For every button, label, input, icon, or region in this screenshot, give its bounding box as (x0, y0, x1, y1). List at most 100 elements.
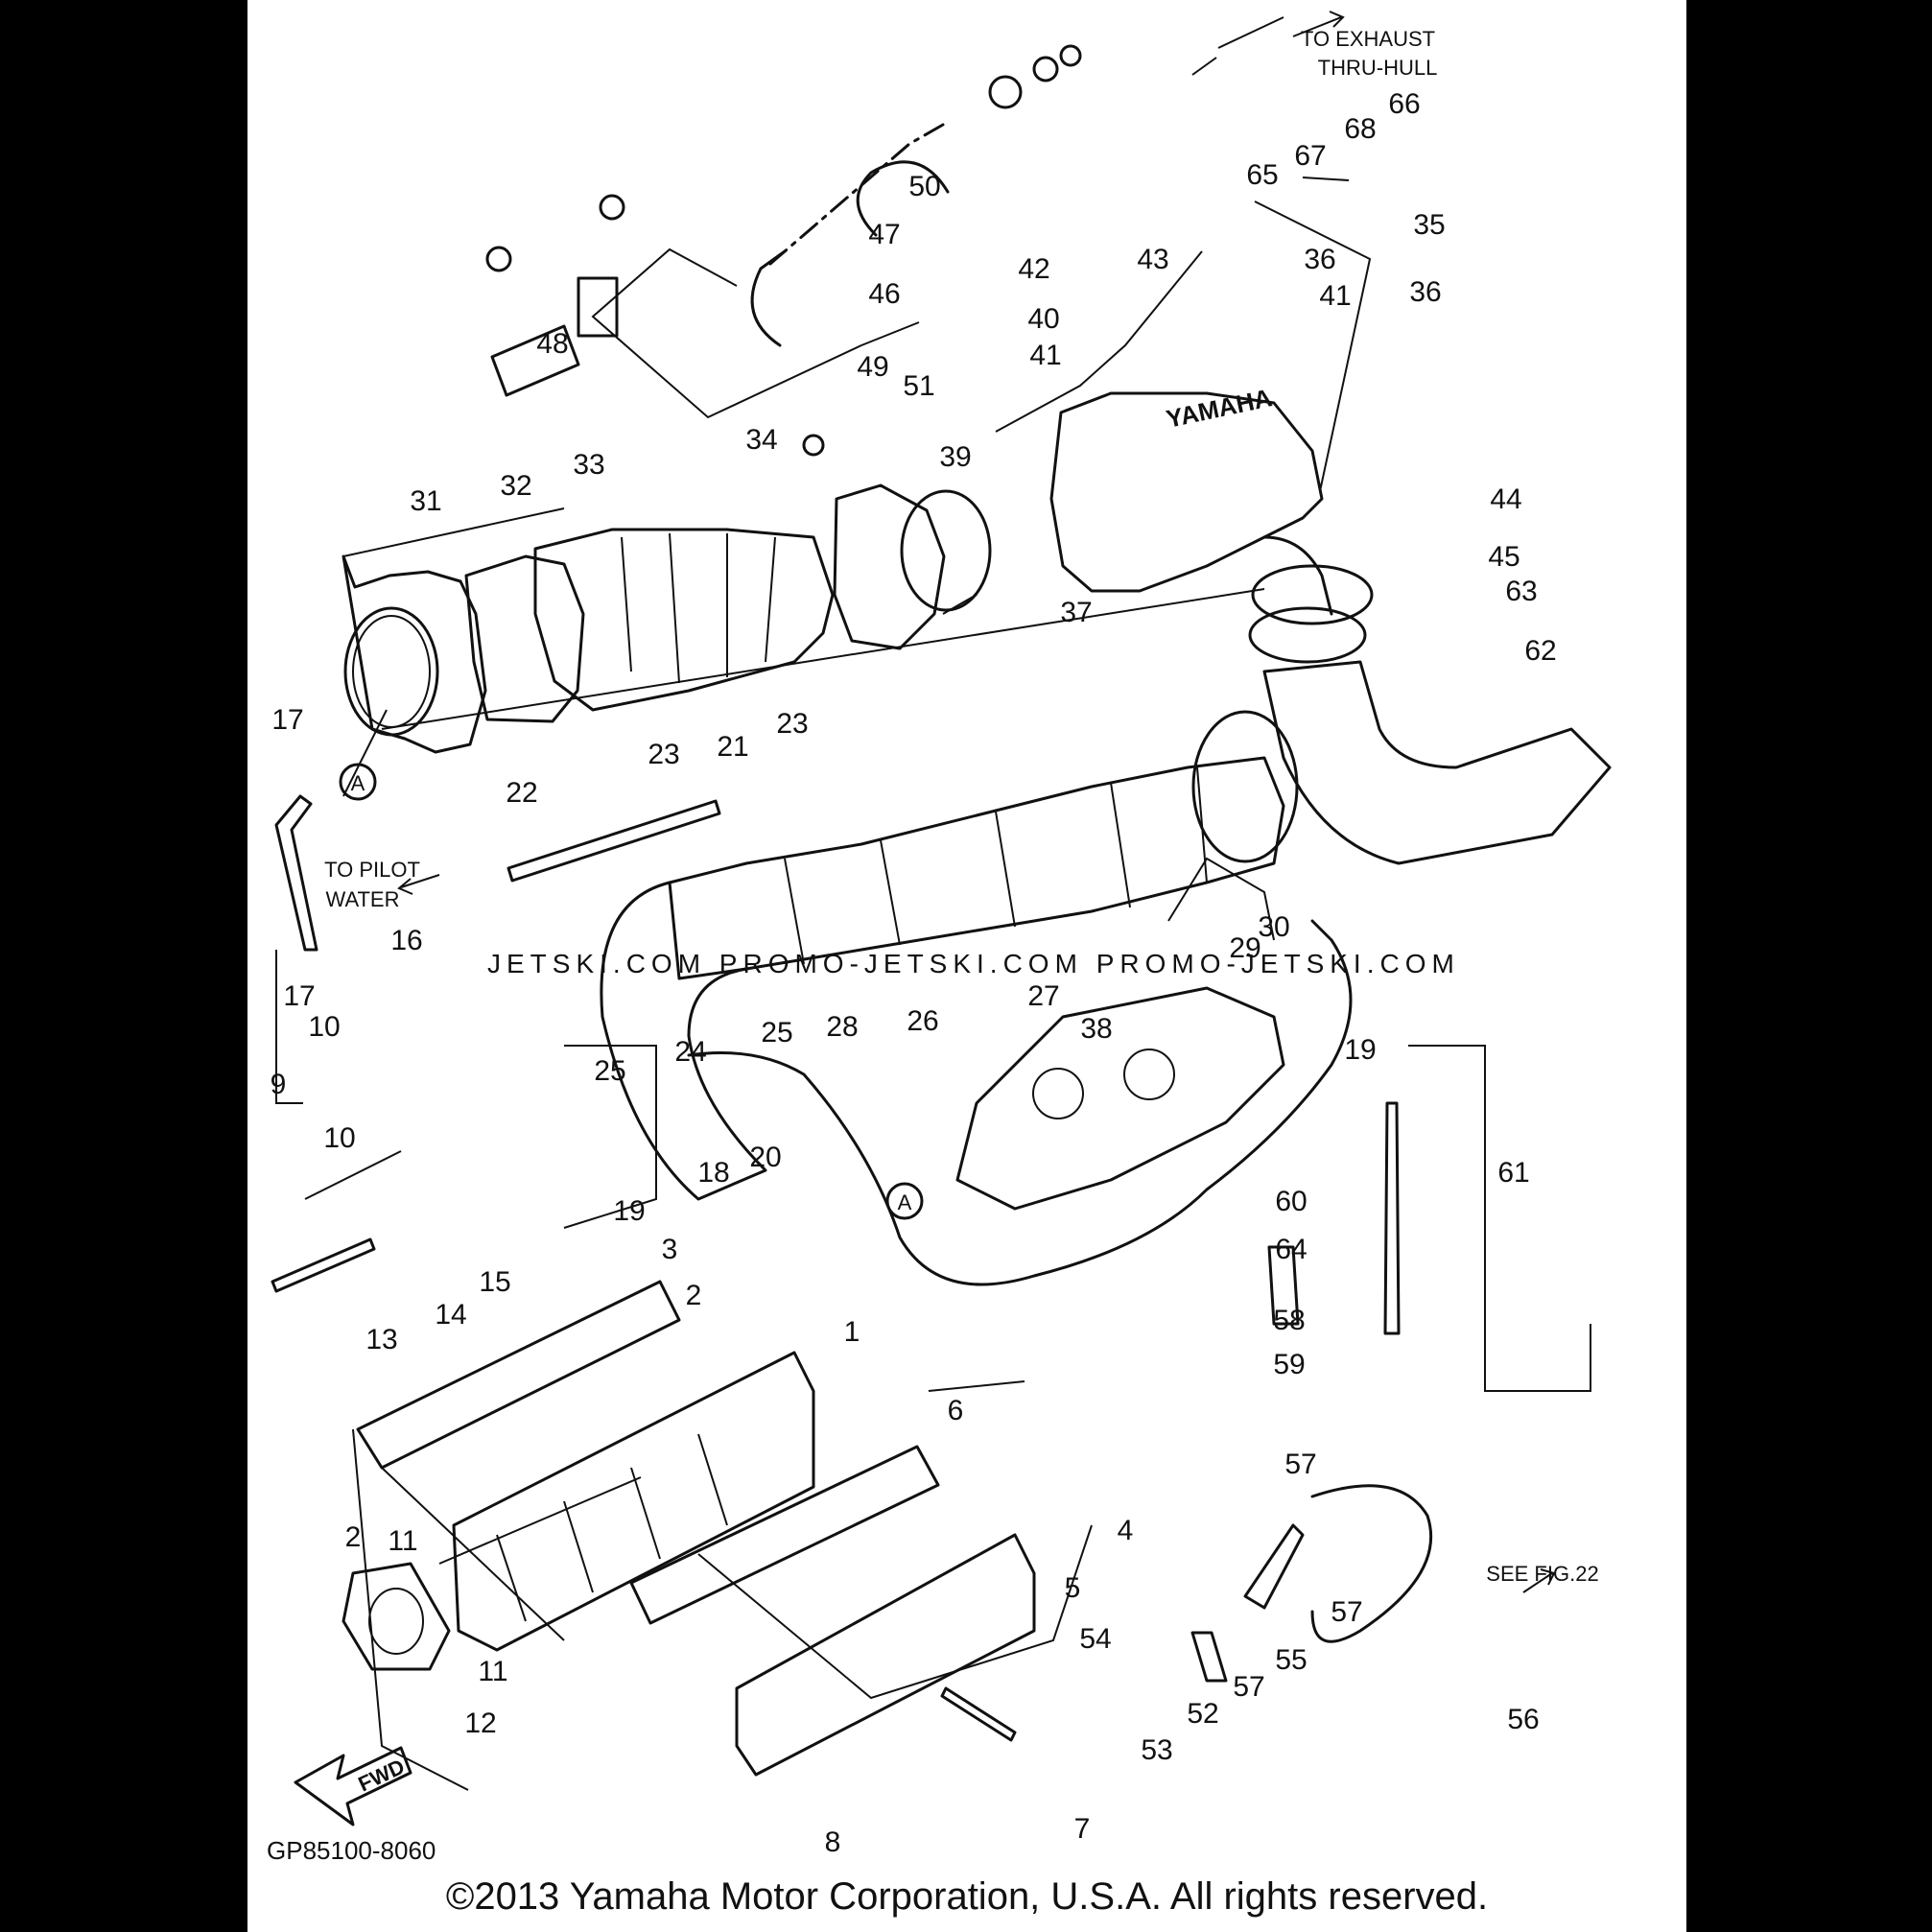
marker-a-lower-label: A (898, 1190, 912, 1214)
part-62-exhaust-hose (1262, 660, 1612, 865)
part-47-bolt (599, 194, 625, 221)
callout-24: 24 (674, 1036, 706, 1068)
manifold-assembly (342, 919, 1433, 1777)
callout-22: 22 (506, 777, 537, 809)
callout-57c: 57 (1233, 1671, 1264, 1703)
callout-32: 32 (500, 470, 531, 502)
callout-14: 14 (435, 1299, 466, 1331)
see-fig-arrow (1522, 1568, 1556, 1593)
callout-7: 7 (1074, 1813, 1091, 1845)
exhaust-arrow (1292, 11, 1345, 37)
part-1-exhaust-manifold (452, 1351, 815, 1652)
callout-27: 27 (1027, 980, 1059, 1012)
part-34-gasket (833, 483, 946, 650)
part-61-sensor (1383, 1101, 1401, 1335)
marker-a-upper-label: A (351, 771, 365, 795)
see-fig-note: SEE FIG.22 (1486, 1562, 1598, 1586)
exhaust-note-line2: THRU-HULL (1318, 56, 1438, 80)
callout-17b: 17 (283, 980, 315, 1012)
part-31-exhaust-inlet (343, 606, 439, 737)
part-13-bolt (271, 1237, 376, 1293)
callout-25b: 25 (761, 1017, 792, 1048)
callout-13: 13 (365, 1324, 397, 1355)
callout-55: 55 (1275, 1644, 1307, 1676)
fwd-arrow: FWD (294, 1746, 412, 1826)
part-68-washer (1032, 56, 1059, 82)
callout-36a: 36 (1304, 244, 1335, 275)
callout-59: 59 (1273, 1349, 1305, 1380)
callout-8: 8 (825, 1826, 841, 1858)
callout-48: 48 (536, 328, 568, 360)
callout-15: 15 (479, 1266, 510, 1298)
callout-65: 65 (1246, 159, 1278, 191)
part-49-hose (750, 249, 787, 347)
marker-a-lower (885, 1182, 924, 1220)
callout-23b: 23 (776, 708, 808, 740)
callout-45: 45 (1488, 541, 1520, 573)
part-45-band (1248, 606, 1367, 664)
callout-21: 21 (717, 731, 748, 763)
callout-41b: 41 (1319, 280, 1351, 312)
part-37-o-ring (900, 489, 992, 612)
callout-12: 12 (464, 1708, 496, 1739)
callout-19a: 19 (613, 1195, 645, 1227)
part-26-exhaust-pipe (668, 756, 1285, 980)
callout-9: 9 (271, 1069, 287, 1100)
exhaust-pipe-assembly: YAMAHA (342, 383, 1612, 1201)
callout-38: 38 (1080, 1013, 1112, 1045)
part-42-hose (856, 160, 950, 237)
part-35-upper-exhaust-chamber (1049, 391, 1324, 593)
callout-40: 40 (1027, 303, 1059, 335)
cooling-water-hose (687, 919, 1353, 1286)
callout-52: 52 (1187, 1698, 1218, 1730)
callout-26: 26 (907, 1005, 938, 1037)
callout-51: 51 (903, 370, 934, 402)
marker-a-upper (339, 763, 377, 801)
callout-49: 49 (857, 351, 888, 383)
part-22-pipe (507, 799, 721, 883)
callout-numbers: 1 2 2 3 4 5 6 7 8 9 10 10 11 11 12 13 14… (271, 88, 1557, 1858)
part-3-gasket (356, 1280, 681, 1470)
callout-10a: 10 (308, 1011, 340, 1043)
callout-58: 58 (1273, 1305, 1305, 1336)
callout-44: 44 (1490, 483, 1521, 515)
fwd-label: FWD (355, 1755, 409, 1797)
callout-33: 33 (573, 449, 604, 481)
callout-63: 63 (1505, 576, 1537, 607)
callout-10b: 10 (323, 1122, 355, 1154)
callout-28: 28 (826, 1011, 858, 1043)
figure-code: GP85100-8060 (267, 1836, 436, 1865)
callout-5: 5 (1065, 1572, 1081, 1604)
callout-61: 61 (1497, 1157, 1529, 1189)
callout-42: 42 (1018, 253, 1049, 285)
part-17-hose (274, 794, 318, 952)
diagram-sheet: YAMAHA (247, 0, 1686, 1932)
callout-35: 35 (1413, 209, 1445, 241)
exhaust-system-diagram: YAMAHA (267, 11, 1612, 1918)
callout-11a: 11 (388, 1525, 417, 1557)
yamaha-logo: YAMAHA (1164, 383, 1275, 434)
callout-18: 18 (697, 1157, 729, 1189)
callout-60: 60 (1275, 1186, 1307, 1217)
part-46-bracket (490, 324, 580, 397)
part-55-fitting (1243, 1523, 1305, 1610)
pilot-water-arrow (397, 874, 440, 895)
callout-56: 56 (1507, 1704, 1539, 1735)
callout-53: 53 (1141, 1734, 1172, 1766)
watermark: JETSKI.COM PROMO-JETSKI.COM PROMO-JETSKI… (487, 949, 1460, 978)
callout-2b: 2 (345, 1521, 362, 1553)
part-46-stay (577, 276, 619, 338)
callout-66: 66 (1388, 88, 1420, 120)
callout-47: 47 (868, 219, 900, 250)
reference-markers: A A (339, 763, 924, 1220)
exhaust-note-line1: TO EXHAUST (1301, 27, 1435, 51)
callout-1: 1 (844, 1316, 860, 1348)
callout-29: 29 (1229, 932, 1261, 964)
callout-17a: 17 (271, 704, 303, 736)
callout-36b: 36 (1409, 276, 1441, 308)
part-30-joint-flange (1191, 710, 1299, 863)
part-4-manifold-cover (735, 1533, 1036, 1777)
callout-30: 30 (1258, 911, 1289, 943)
callout-64: 64 (1275, 1234, 1307, 1265)
callout-11b: 11 (478, 1656, 507, 1687)
